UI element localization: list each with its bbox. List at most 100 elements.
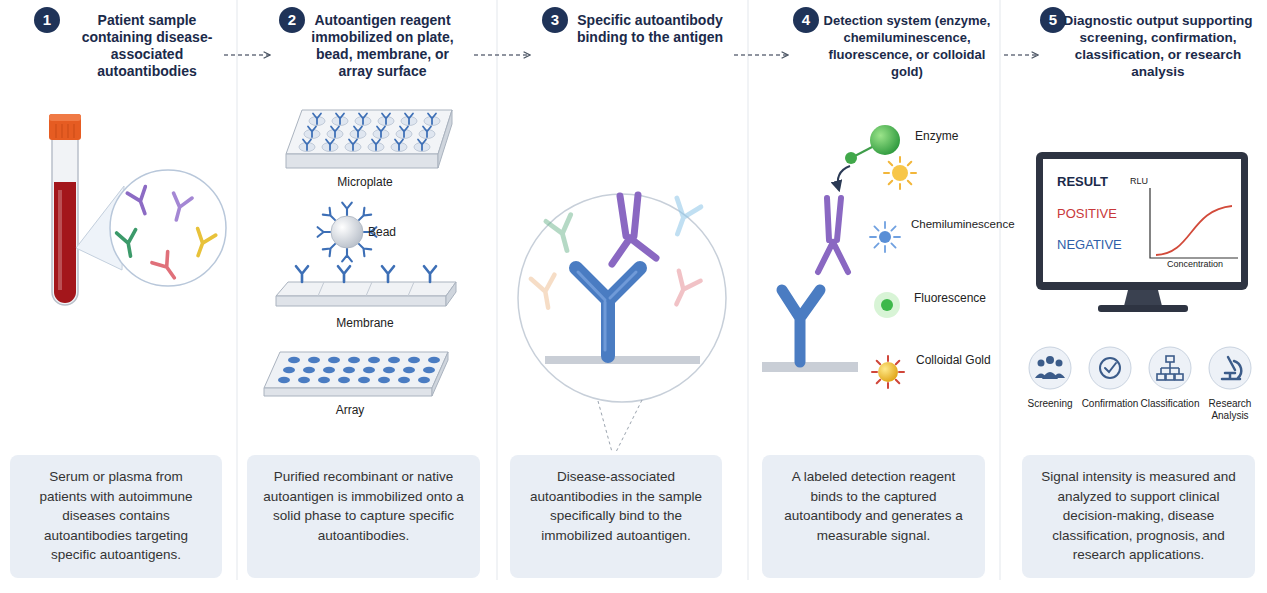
description-box: Disease-associated autoantibodies in the…: [510, 455, 722, 578]
signal-rays: [870, 222, 900, 252]
antibody-symbol: [189, 229, 216, 259]
part-label: Chemiluminescence: [911, 218, 1021, 232]
blood-fill: [54, 182, 76, 303]
description-text: Purified recombinant or native autoantig…: [261, 467, 466, 545]
part-label: Confirmation: [1075, 398, 1145, 410]
membrane: [276, 266, 456, 306]
description-box: Purified recombinant or native autoantig…: [247, 455, 480, 578]
description-text: Disease-associated autoantibodies in the…: [524, 467, 708, 545]
array-top: [264, 352, 448, 388]
description-text: Serum or plasma from patients with autoi…: [24, 467, 208, 565]
part-label: Array: [300, 403, 400, 417]
solid-surface: [545, 356, 700, 364]
part-label: Classification: [1135, 398, 1205, 410]
enzyme-signal: [892, 165, 908, 181]
description-box: A labeled detection reagent binds to the…: [762, 455, 985, 578]
chart-axes: [1150, 188, 1238, 258]
step-heading: Specific autoantibody binding to the ant…: [570, 12, 730, 46]
step-header: 5Diagnostic output supporting screening,…: [1040, 7, 1255, 103]
check-icon: [1100, 358, 1120, 378]
step-number: 4: [793, 7, 819, 33]
array-slide: [264, 352, 448, 396]
step-heading: Patient sample containing disease-associ…: [72, 12, 222, 80]
antibody-symbol: [127, 187, 154, 217]
description-box: Signal intensity is measured and analyze…: [1022, 455, 1255, 578]
part-label: NEGATIVE: [1057, 237, 1137, 253]
bound-antibody: [818, 198, 848, 272]
enzyme-dot: [845, 152, 857, 164]
well-row: [309, 114, 440, 126]
column-separators: [237, 0, 1000, 580]
detection-illustration: [762, 125, 916, 388]
zoom-leader: [598, 400, 642, 452]
bead: [318, 203, 377, 262]
icon-part: [1166, 356, 1174, 362]
antibody-symbol: [531, 275, 560, 310]
microscope-icon: [1222, 357, 1241, 379]
solid-surface: [762, 362, 858, 372]
plate-side: [438, 110, 452, 168]
part-label: POSITIVE: [1057, 206, 1137, 222]
antigen-symbol: [338, 266, 350, 282]
antibody-symbol: [666, 271, 701, 310]
part-label: Microplate: [315, 175, 415, 189]
zoom-circle: [110, 170, 226, 286]
monitor-frame: [1036, 152, 1248, 290]
separator-line: [497, 0, 498, 580]
step-number: 1: [34, 7, 60, 33]
tube-cap: [49, 114, 81, 140]
step-number: 5: [1040, 7, 1066, 33]
antibody-symbol: [117, 230, 140, 258]
separator-line: [1000, 0, 1001, 580]
icon-part: [1175, 374, 1183, 380]
antigen-symbol: [382, 266, 394, 282]
fluorescence-glow: [874, 292, 900, 318]
antigen-symbol: [342, 203, 352, 216]
part-label: Membrane: [315, 316, 415, 330]
icon-circle: [1089, 347, 1131, 389]
monitor-neck: [1124, 290, 1162, 306]
antibody-symbol: [167, 193, 192, 222]
antigen-symbol: [342, 249, 352, 262]
signal-rays: [884, 157, 916, 189]
icon-part: [1222, 357, 1240, 379]
blood-tube: [49, 114, 81, 305]
part-label: Bead: [368, 225, 418, 239]
result-monitor: [1036, 152, 1248, 312]
icon-part: [1157, 374, 1165, 380]
icon-part: [1161, 362, 1179, 374]
plate-top: [286, 110, 452, 154]
icon-part: [1046, 356, 1054, 364]
step-header: 1 Patient sample containing disease-assoc…: [32, 7, 222, 103]
icon-part: [1056, 360, 1063, 367]
dot-row: [278, 377, 430, 383]
bound-antibody: [612, 195, 656, 264]
description-box: Serum or plasma from patients with autoi…: [10, 455, 222, 578]
icon-part: [1166, 374, 1174, 380]
icon-part: [1100, 358, 1120, 378]
fluorescence-signal: [881, 299, 893, 311]
part-label: Colloidal Gold: [916, 353, 1006, 367]
tube-highlight: [58, 190, 62, 290]
tube-glass: [52, 138, 78, 305]
part-label: Screening: [1015, 398, 1085, 410]
membrane-side: [446, 282, 456, 306]
separator-line: [237, 0, 238, 580]
use-icons: [1029, 347, 1251, 389]
antigen-shape: [576, 268, 640, 356]
flow-arrow: [474, 54, 530, 55]
plate-front: [286, 154, 438, 168]
antigen-symbol: [296, 266, 308, 282]
monitor-screen: [1043, 159, 1241, 282]
antibody-symbol: [546, 215, 579, 254]
array-front: [264, 388, 432, 396]
part-label: Enzyme: [915, 129, 995, 143]
dot-row: [288, 357, 440, 363]
part-label: Concentration: [1150, 259, 1240, 270]
hierarchy-icon: [1157, 356, 1183, 380]
antigen-highlight: [578, 272, 636, 350]
flow-arrow: [1004, 54, 1038, 55]
part-label: RLU: [1130, 176, 1160, 187]
people-icon: [1035, 356, 1065, 379]
